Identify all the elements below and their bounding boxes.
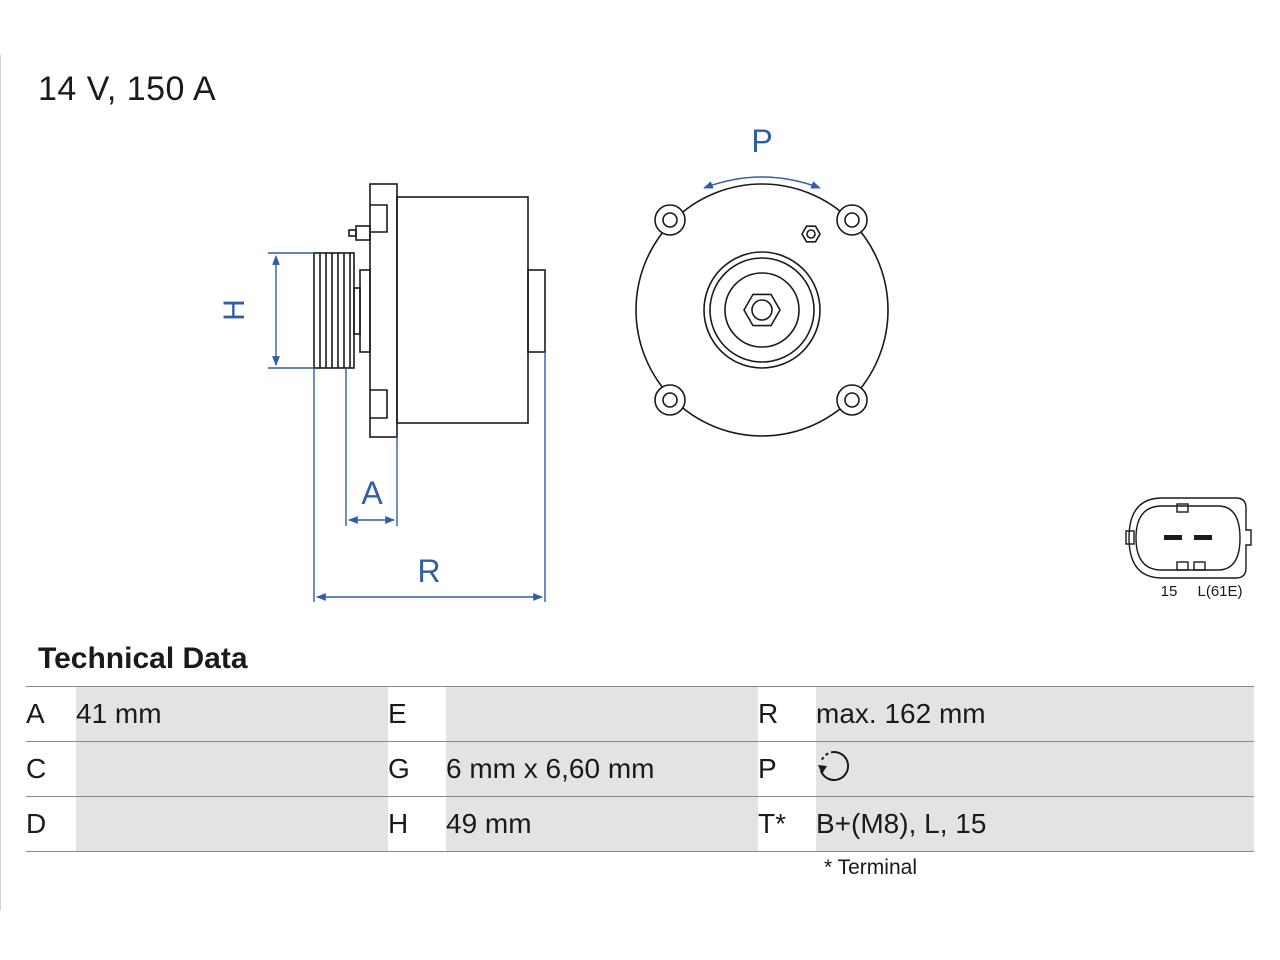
table-row: A 41 mm E R max. 162 mm xyxy=(26,686,1254,742)
spec-key-e: E xyxy=(388,686,446,742)
table-row: D H 49 mm T* B+(M8), L, 15 xyxy=(26,796,1254,852)
dimension-label-r: R xyxy=(417,553,440,589)
spec-key-c: C xyxy=(26,741,76,797)
front-view xyxy=(635,183,889,437)
spec-key-a: A xyxy=(26,686,76,742)
dimension-lines xyxy=(268,176,821,602)
spec-value-d xyxy=(76,796,388,852)
spec-key-t: T* xyxy=(758,796,816,852)
spec-value-g: 6 mm x 6,60 mm xyxy=(446,741,758,797)
connector-label-l61e: L(61E) xyxy=(1197,583,1242,600)
spec-value-r: max. 162 mm xyxy=(816,686,1254,742)
connector-label-15: 15 xyxy=(1161,583,1178,600)
spec-value-p xyxy=(816,741,1254,797)
dimension-label-p: P xyxy=(751,123,772,159)
terminal-footnote: * Terminal xyxy=(824,856,917,879)
table-row: C G 6 mm x 6,60 mm P xyxy=(26,741,1254,797)
connector-diagram xyxy=(1125,497,1252,579)
dimension-label-h: H xyxy=(218,299,251,321)
spec-key-p: P xyxy=(758,741,816,797)
spec-value-c xyxy=(76,741,388,797)
spec-key-h: H xyxy=(388,796,446,852)
clockwise-rotation-icon xyxy=(816,748,852,791)
spec-key-d: D xyxy=(26,796,76,852)
spec-value-e xyxy=(446,686,758,742)
technical-data-heading: Technical Data xyxy=(38,642,248,675)
page-title: 14 V, 150 A xyxy=(38,70,217,108)
frame-line xyxy=(0,55,1,910)
spec-value-h: 49 mm xyxy=(446,796,758,852)
alternator-drawing: H A R P 15 L(61E) xyxy=(218,123,1252,602)
technical-data-table: A 41 mm E R max. 162 mm C G 6 mm x 6,60 … xyxy=(26,686,1254,852)
spec-key-r: R xyxy=(758,686,816,742)
side-view xyxy=(313,183,546,438)
spec-value-a: 41 mm xyxy=(76,686,388,742)
dimension-label-a: A xyxy=(361,475,383,511)
spec-value-t: B+(M8), L, 15 xyxy=(816,796,1254,852)
spec-key-g: G xyxy=(388,741,446,797)
